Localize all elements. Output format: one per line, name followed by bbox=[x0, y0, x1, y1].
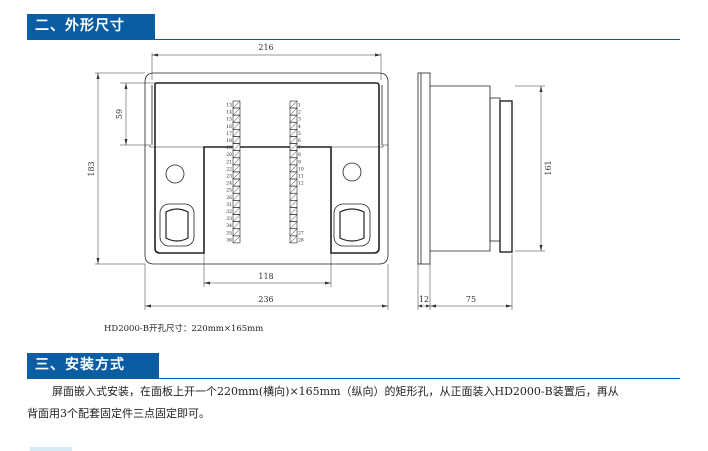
terminal-label: 1 bbox=[298, 103, 301, 109]
terminal-label: 22 bbox=[226, 166, 232, 172]
left-handle bbox=[159, 203, 195, 247]
terminal-label: 14 bbox=[226, 110, 232, 116]
terminal-screw bbox=[289, 200, 298, 208]
terminal-label: 11 bbox=[298, 174, 304, 180]
terminal-screw bbox=[232, 143, 241, 151]
terminal-label: 4 bbox=[298, 124, 301, 130]
terminal-screw bbox=[232, 115, 241, 123]
terminal-screw bbox=[232, 171, 241, 180]
terminal-label: 23 bbox=[226, 174, 232, 180]
terminal-label: 32 bbox=[226, 209, 232, 215]
terminal-screw bbox=[232, 193, 241, 201]
install-paragraph-line1: 屏面嵌入式安装，在面板上开一个220mm(横向)×165mm（纵向）的矩形孔，从… bbox=[52, 385, 619, 398]
terminal-screw bbox=[232, 228, 241, 236]
terminal-label: 8 bbox=[298, 152, 301, 158]
terminal-screw bbox=[232, 200, 241, 208]
dim-inner-height: 59 bbox=[115, 109, 124, 119]
terminal-screw bbox=[289, 228, 298, 236]
side-view bbox=[417, 72, 513, 265]
terminal-screw bbox=[289, 115, 298, 123]
terminal-screw bbox=[289, 143, 298, 151]
terminal-label: 12 bbox=[298, 181, 304, 187]
terminal-screw bbox=[232, 221, 241, 229]
dim-width-bottom: 236 bbox=[258, 295, 273, 304]
terminal-screw bbox=[232, 129, 241, 137]
terminal-label: 7 bbox=[298, 145, 301, 151]
right-handle bbox=[333, 203, 371, 247]
terminal-label: 16 bbox=[226, 124, 232, 130]
right-indicator-hole bbox=[342, 162, 362, 182]
install-paragraph-line2: 背面用3个配套固定件三点固定即可。 bbox=[27, 407, 210, 420]
terminal-label: 15 bbox=[226, 117, 232, 123]
terminal-label: 21 bbox=[226, 159, 232, 165]
bottom-accent-bar bbox=[30, 447, 72, 451]
terminal-label: 10 bbox=[298, 166, 304, 172]
section-title-dimensions: 二、外形尺寸 bbox=[27, 14, 155, 39]
terminal-label: 33 bbox=[226, 216, 232, 222]
terminal-label: 27 bbox=[298, 230, 304, 236]
terminal-screw bbox=[289, 178, 298, 187]
terminal-screw bbox=[232, 235, 241, 244]
terminal-label: 26 bbox=[226, 195, 232, 201]
terminal-label: 25 bbox=[226, 188, 232, 194]
terminal-label: 13 bbox=[226, 103, 232, 109]
terminal-screw bbox=[289, 193, 298, 201]
terminal-screw bbox=[289, 136, 298, 144]
terminal-screw bbox=[232, 150, 241, 158]
terminal-screw bbox=[289, 100, 298, 109]
dim-height-left: 183 bbox=[87, 161, 96, 176]
terminal-screw bbox=[289, 186, 298, 194]
terminal-screw bbox=[232, 107, 241, 116]
terminal-label: 19 bbox=[226, 145, 232, 151]
terminal-screw bbox=[232, 207, 241, 215]
terminal-label: 9 bbox=[298, 159, 301, 165]
terminal-label: 18 bbox=[226, 138, 232, 144]
terminal-label: 2 bbox=[298, 110, 301, 116]
dim-width-top: 216 bbox=[258, 43, 273, 52]
terminal-screw bbox=[289, 214, 298, 222]
terminal-screw bbox=[232, 164, 241, 173]
terminal-screw bbox=[232, 186, 241, 194]
terminal-label: 34 bbox=[226, 223, 232, 229]
section-divider bbox=[27, 378, 680, 379]
terminal-screw bbox=[289, 150, 298, 158]
terminal-screw bbox=[232, 214, 241, 222]
terminal-screw bbox=[232, 136, 241, 144]
terminal-label: 36 bbox=[226, 237, 232, 243]
dim-side-height: 161 bbox=[544, 160, 553, 175]
terminal-screw bbox=[289, 129, 298, 137]
terminal-label: 17 bbox=[226, 131, 232, 137]
dim-side-front: 12 bbox=[419, 295, 429, 304]
terminal-screw bbox=[232, 178, 241, 187]
terminal-label: 20 bbox=[226, 152, 232, 158]
panel-outline bbox=[144, 72, 389, 265]
dim-side-depth: 75 bbox=[466, 295, 476, 304]
terminal-label: 24 bbox=[226, 181, 232, 187]
terminal-label: 6 bbox=[298, 138, 301, 144]
section-title-installation: 三、安装方式 bbox=[27, 353, 159, 378]
terminal-screw bbox=[289, 221, 298, 229]
left-indicator-hole bbox=[165, 164, 185, 184]
terminal-label: 31 bbox=[226, 202, 232, 208]
section-divider bbox=[27, 39, 680, 40]
terminal-screw bbox=[289, 157, 298, 165]
terminal-screw bbox=[232, 157, 241, 165]
terminal-screw bbox=[232, 122, 241, 130]
terminal-screw bbox=[232, 100, 241, 109]
terminal-screw bbox=[289, 122, 298, 130]
terminal-label: 5 bbox=[298, 131, 301, 137]
terminal-screw bbox=[289, 164, 298, 173]
dim-inner-width: 118 bbox=[258, 272, 273, 281]
terminal-screw bbox=[289, 171, 298, 180]
terminal-screw bbox=[289, 207, 298, 215]
cutout-dimension-note: HD2000-B开孔尺寸：220mm×165mm bbox=[104, 324, 264, 334]
terminal-screw bbox=[289, 235, 298, 244]
terminal-label: 28 bbox=[298, 237, 304, 243]
terminal-label: 3 bbox=[298, 117, 301, 123]
terminal-label: 35 bbox=[226, 230, 232, 236]
terminal-screw bbox=[289, 107, 298, 116]
